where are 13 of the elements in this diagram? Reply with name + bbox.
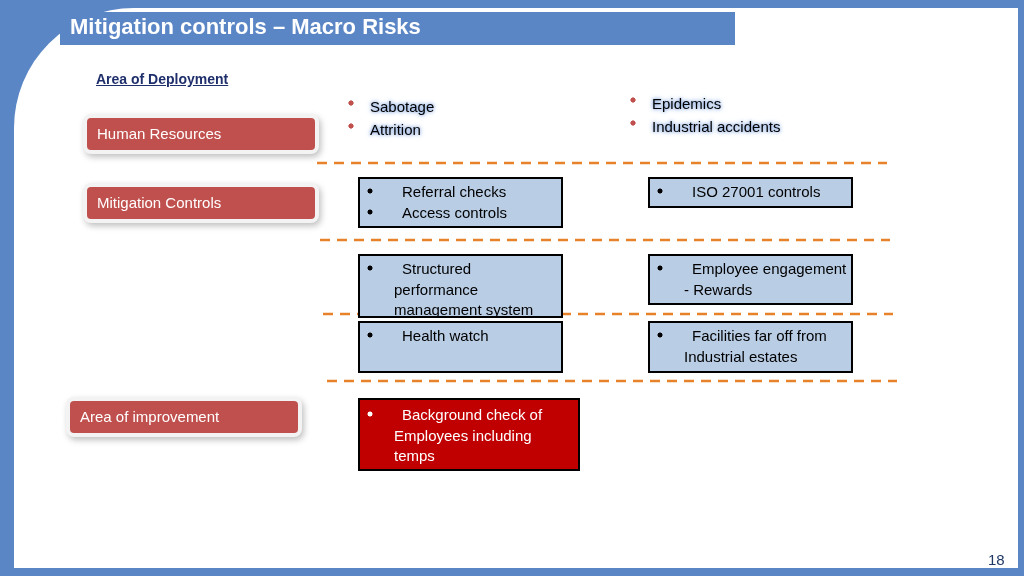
category-text: Mitigation Controls bbox=[97, 194, 223, 211]
control-box bbox=[648, 177, 853, 208]
category-text: Human Resources bbox=[97, 125, 223, 142]
improvement-box bbox=[358, 398, 580, 471]
control-box bbox=[358, 254, 563, 318]
control-box bbox=[358, 321, 563, 373]
section-heading: Area of Deployment bbox=[96, 71, 229, 87]
slide-title: Mitigation controls – Macro Risks bbox=[70, 14, 421, 40]
control-box bbox=[648, 254, 853, 305]
category-text: Area of improvement bbox=[80, 408, 221, 425]
control-box bbox=[358, 177, 563, 228]
page-number: 18 bbox=[988, 551, 1005, 568]
control-box bbox=[648, 321, 853, 373]
